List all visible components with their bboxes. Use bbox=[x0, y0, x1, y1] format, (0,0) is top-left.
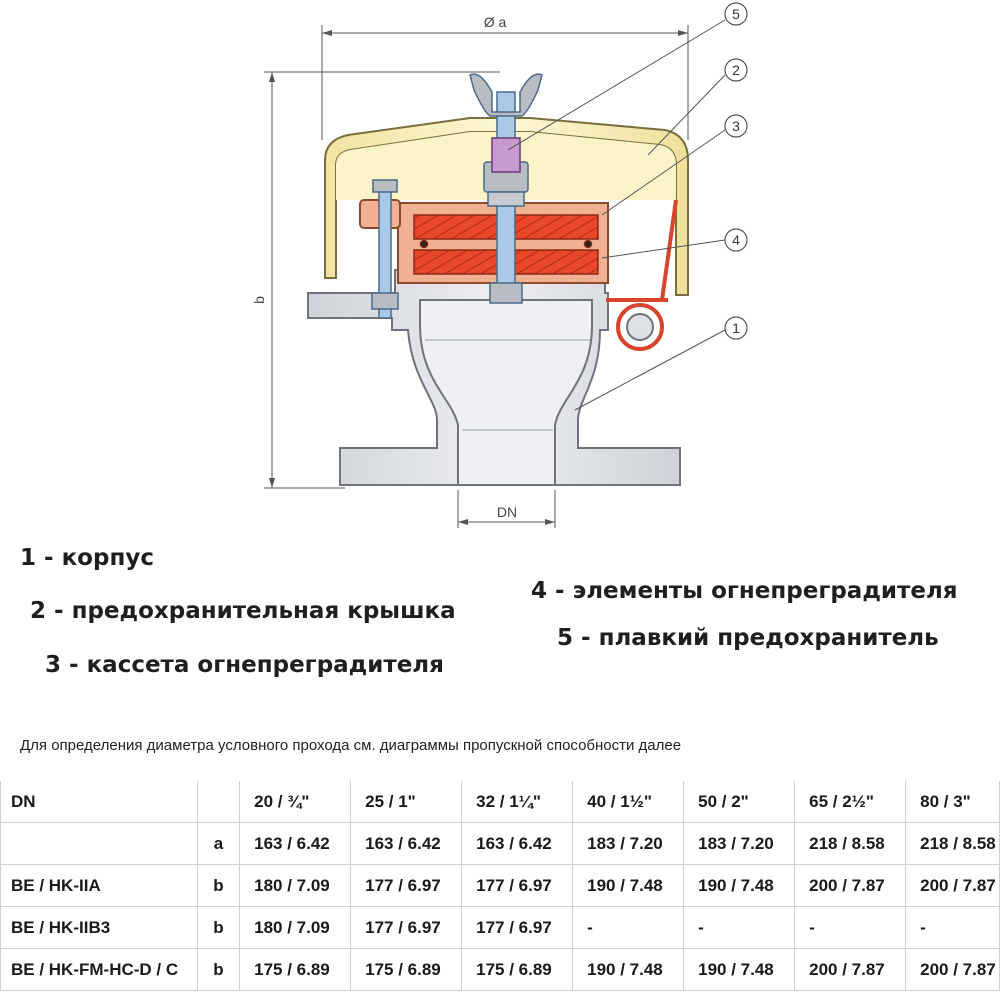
legend-item-4: 4 - элементы огнепреградителя bbox=[531, 578, 958, 604]
row-dim: b bbox=[196, 864, 241, 907]
table-cell: 190 / 7.48 bbox=[572, 948, 685, 991]
row-label: BE / HK-IIA bbox=[0, 864, 198, 907]
callout-4 bbox=[724, 228, 748, 252]
dimension-lines bbox=[264, 25, 689, 528]
table-cell: - bbox=[905, 906, 1000, 949]
table-cell: - bbox=[794, 906, 907, 949]
table-cell: 175 / 6.89 bbox=[461, 948, 574, 991]
row-label: BE / HK-IIB3 bbox=[0, 906, 198, 949]
table-header-row: DN 20 / ¾" 25 / 1" 32 / 1¼" 40 / 1½" 50 … bbox=[0, 781, 1000, 823]
table-cell: 163 / 6.42 bbox=[350, 822, 463, 865]
table-cell: 200 / 7.87 bbox=[794, 864, 907, 907]
table-cell: - bbox=[683, 906, 796, 949]
legend-item-3: 3 - кассета огнепреградителя bbox=[45, 652, 444, 678]
legend-item-2: 2 - предохранительная крышка bbox=[30, 598, 456, 624]
callout-label-3: 3 bbox=[732, 118, 740, 134]
table-cell: 163 / 6.42 bbox=[461, 822, 574, 865]
row-dim: b bbox=[196, 906, 241, 949]
callout-2 bbox=[724, 58, 748, 82]
spec-table: DN 20 / ¾" 25 / 1" 32 / 1¼" 40 / 1½" 50 … bbox=[0, 781, 1000, 991]
header-size: 40 / 1½" bbox=[572, 781, 685, 823]
table-cell: 163 / 6.42 bbox=[239, 822, 352, 865]
table-cell: 177 / 6.97 bbox=[461, 864, 574, 907]
callout-label-2: 2 bbox=[732, 62, 740, 78]
table-cell: 175 / 6.89 bbox=[350, 948, 463, 991]
callout-label-1: 1 bbox=[732, 320, 740, 336]
callout-leaders bbox=[507, 19, 726, 411]
table-row: a 163 / 6.42 163 / 6.42 163 / 6.42 183 /… bbox=[0, 822, 1000, 865]
table-row: BE / HK-FM-HC-D / C b 175 / 6.89 175 / 6… bbox=[0, 948, 1000, 991]
table-cell: 200 / 7.87 bbox=[794, 948, 907, 991]
table-cell: 183 / 7.20 bbox=[572, 822, 685, 865]
row-dim: a bbox=[196, 822, 241, 865]
callout-3 bbox=[724, 114, 748, 138]
table-cell: 177 / 6.97 bbox=[350, 906, 463, 949]
table-cell: 190 / 7.48 bbox=[572, 864, 685, 907]
callout-1 bbox=[724, 316, 748, 340]
height-label: b bbox=[251, 296, 267, 304]
row-dim: b bbox=[196, 948, 241, 991]
row-label: BE / HK-FM-HC-D / C bbox=[0, 948, 198, 991]
table-cell: 180 / 7.09 bbox=[239, 906, 352, 949]
table-cell: - bbox=[572, 906, 685, 949]
table-cell: 177 / 6.97 bbox=[461, 906, 574, 949]
header-size: 65 / 2½" bbox=[794, 781, 907, 823]
table-row: BE / HK-IIA b 180 / 7.09 177 / 6.97 177 … bbox=[0, 864, 1000, 907]
header-size: 32 / 1¼" bbox=[461, 781, 574, 823]
housing-body bbox=[307, 269, 681, 486]
fusible-link bbox=[491, 137, 521, 173]
table-cell: 183 / 7.20 bbox=[683, 822, 796, 865]
header-size: 25 / 1" bbox=[350, 781, 463, 823]
table-cell: 180 / 7.09 bbox=[239, 864, 352, 907]
table-cell: 190 / 7.48 bbox=[683, 864, 796, 907]
legend-item-1: 1 - корпус bbox=[20, 545, 154, 571]
diameter-label: Ø a bbox=[484, 14, 507, 30]
header-label: DN bbox=[0, 781, 198, 823]
header-dim bbox=[196, 781, 241, 823]
spring-hinge bbox=[606, 199, 678, 351]
side-bolt bbox=[371, 179, 399, 319]
table-cell: 175 / 6.89 bbox=[239, 948, 352, 991]
table-row: BE / HK-IIB3 b 180 / 7.09 177 / 6.97 177… bbox=[0, 906, 1000, 949]
table-cell: 200 / 7.87 bbox=[905, 948, 1000, 991]
table-cell: 218 / 8.58 bbox=[905, 822, 1000, 865]
callout-5 bbox=[724, 2, 748, 26]
callout-label-5: 5 bbox=[732, 6, 740, 22]
table-cell: 200 / 7.87 bbox=[905, 864, 1000, 907]
table-cell: 218 / 8.58 bbox=[794, 822, 907, 865]
header-size: 50 / 2" bbox=[683, 781, 796, 823]
dn-label: DN bbox=[497, 504, 517, 520]
row-label bbox=[0, 822, 198, 865]
wing-nut bbox=[469, 73, 543, 117]
header-size: 20 / ¾" bbox=[239, 781, 352, 823]
table-note: Для определения диаметра условного прохо… bbox=[20, 737, 682, 754]
flame-arrester-diagram: Ø a b DN bbox=[251, 2, 748, 528]
header-size: 80 / 3" bbox=[905, 781, 1000, 823]
table-cell: 190 / 7.48 bbox=[683, 948, 796, 991]
table-cell: 177 / 6.97 bbox=[350, 864, 463, 907]
legend-item-5: 5 - плавкий предохранитель bbox=[557, 625, 939, 651]
callout-label-4: 4 bbox=[732, 232, 740, 248]
